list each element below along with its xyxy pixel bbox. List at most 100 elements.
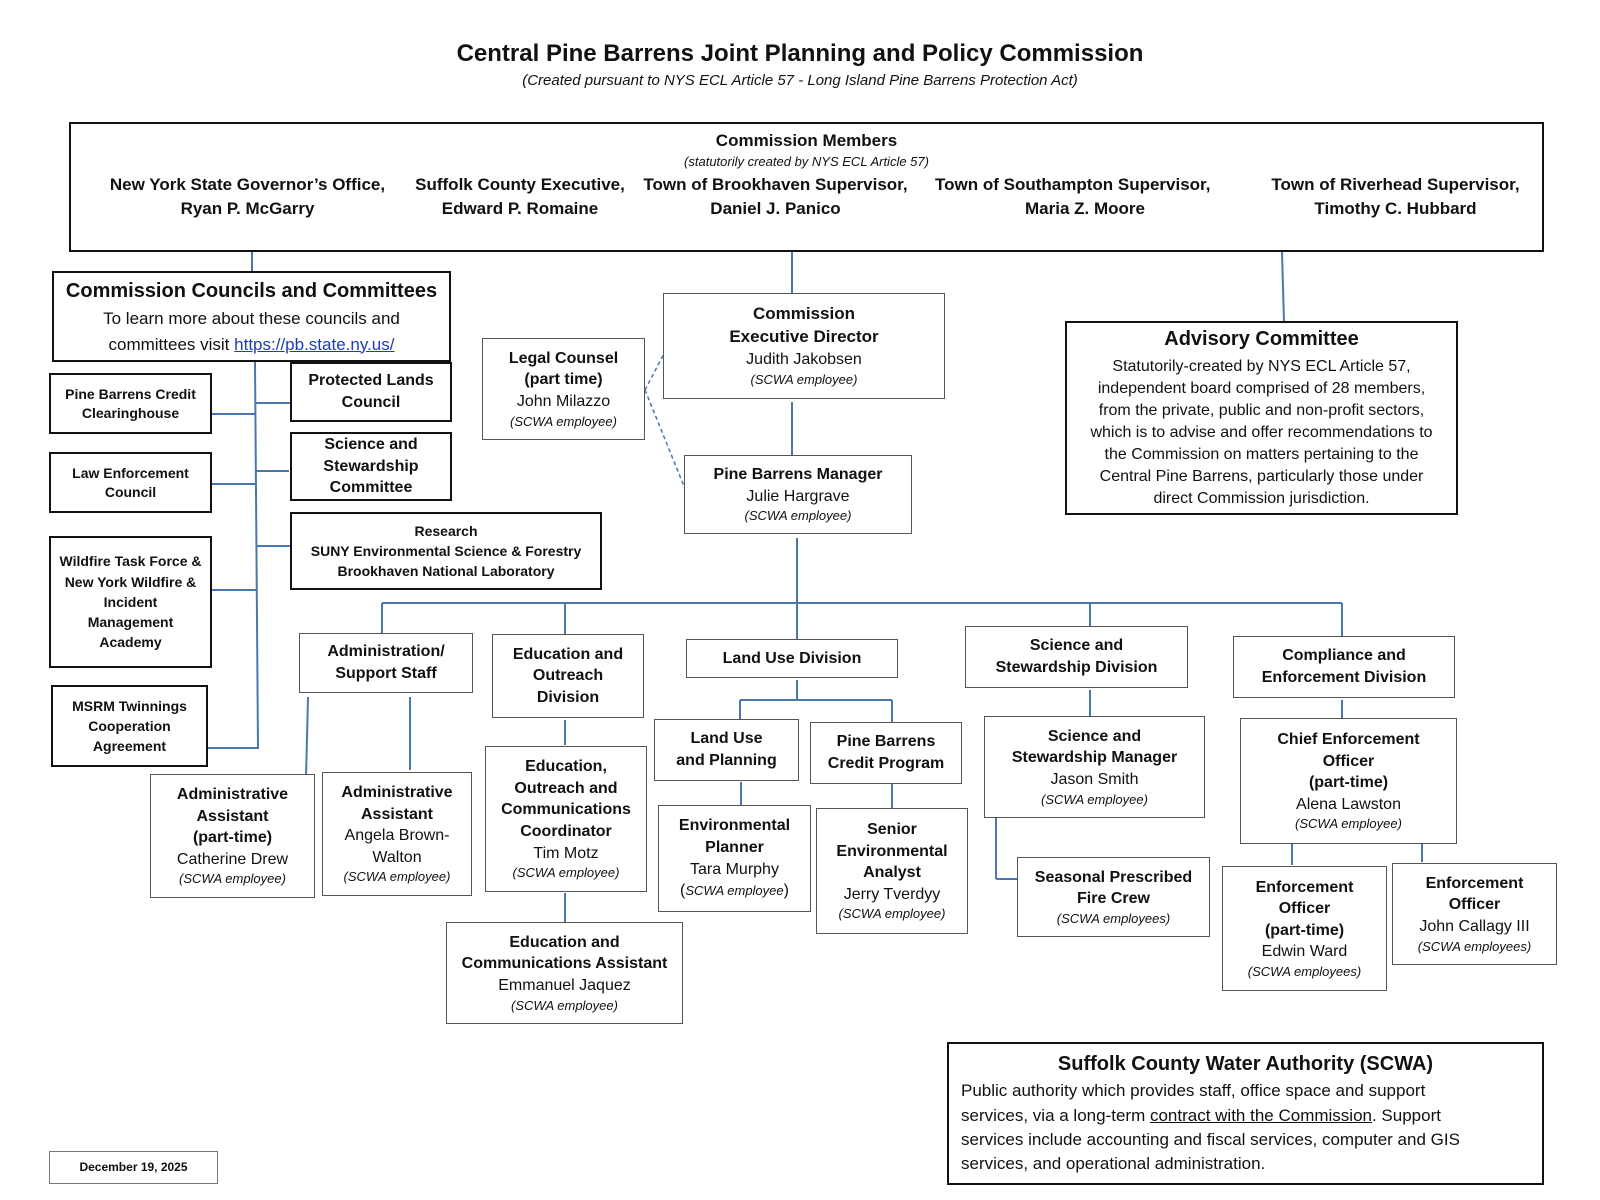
staff-title: Education, <box>525 758 607 776</box>
council-label: Science and Stewardship Committee <box>323 436 419 497</box>
staff-enforcement-officer-parttime: Enforcement Officer (part-time) Edwin Wa… <box>1222 866 1387 991</box>
staff-note: (SCWA employee) <box>511 997 618 1013</box>
member-name: Edward P. Romaine <box>441 198 599 218</box>
staff-name: Edwin Ward <box>1261 943 1348 961</box>
staff-title: Officer <box>1278 900 1331 918</box>
member-county-executive: Suffolk County Executive, Edward P. Roma… <box>405 173 635 221</box>
research-box: Research SUNY Environmental Science & Fo… <box>290 512 602 590</box>
member-role: Town of Riverhead Supervisor, <box>1271 175 1520 194</box>
staff-title: Chief Enforcement <box>1277 731 1420 749</box>
advisory-line: Central Pine Barrens, particularly those… <box>1099 467 1424 485</box>
staff-title: Administrative <box>341 784 453 802</box>
staff-title: Science and <box>1047 727 1142 745</box>
council-label: Wildfire Task Force & New York Wildfire … <box>59 553 202 651</box>
staff-title: Administrative <box>176 786 289 804</box>
division-title: Science and <box>1029 637 1124 655</box>
member-role: Town of Brookhaven Supervisor, <box>643 175 908 194</box>
staff-name: Jerry Tverdyy <box>843 885 941 903</box>
director-title-1: Commission <box>752 304 856 324</box>
staff-note: (SCWA employee) <box>1041 791 1148 807</box>
scwa-text: . Support <box>1371 1105 1441 1125</box>
staff-note: (SCWA employee) <box>512 865 620 881</box>
division-title: Division <box>536 688 600 706</box>
staff-admin-assistant: Administrative Assistant Angela Brown- W… <box>322 772 472 896</box>
member-name: Ryan P. McGarry <box>180 198 315 218</box>
member-governor: New York State Governor’s Office, Ryan P… <box>95 173 400 221</box>
staff-chief-enforcement-officer: Chief Enforcement Officer (part-time) Al… <box>1240 718 1457 844</box>
division-administration: Administration/ Support Staff <box>299 633 473 693</box>
member-name: Maria Z. Moore <box>1025 198 1145 218</box>
staff-title: Education and <box>509 933 620 951</box>
scwa-line: services, and operational administration… <box>961 1153 1266 1173</box>
director-note: (SCWA employee) <box>750 371 858 387</box>
staff-name: Catherine Drew <box>176 850 289 868</box>
staff-name: Tim Motz <box>533 844 599 862</box>
council-law-enforcement: Law Enforcement Council <box>49 452 212 513</box>
staff-title: (part-time) <box>192 829 273 847</box>
staff-title: Seasonal Prescribed <box>1034 868 1193 886</box>
director-title-2: Executive Director <box>729 327 879 347</box>
scwa-line-contract: services, via a long-term contract with … <box>961 1104 1530 1128</box>
executive-director-box: Commission Executive Director Judith Jak… <box>663 293 945 399</box>
page-subtitle: (Created pursuant to NYS ECL Article 57 … <box>522 72 1078 89</box>
date-stamp: December 19, 2025 <box>49 1151 218 1184</box>
division-land-use: Land Use Division <box>686 639 898 678</box>
staff-title: Communications <box>501 801 631 819</box>
staff-note: SCWA employee <box>685 883 784 899</box>
unit-title: and Planning <box>676 752 777 769</box>
manager-title: Pine Barrens Manager <box>713 466 883 484</box>
member-name: Timothy C. Hubbard <box>1314 198 1477 218</box>
staff-title: Stewardship Manager <box>1011 749 1178 767</box>
councils-heading: Commission Councils and Committees <box>65 280 438 302</box>
division-title: Outreach <box>532 667 604 685</box>
staff-title: (part-time) <box>1308 774 1389 792</box>
division-title: Stewardship Division <box>995 659 1158 676</box>
unit-title: Pine Barrens <box>836 733 936 751</box>
councils-website-link[interactable]: https://pb.state.ny.us/ <box>234 334 395 354</box>
staff-enforcement-officer: Enforcement Officer John Callagy III (SC… <box>1392 863 1557 965</box>
division-title: Education and <box>512 645 624 663</box>
division-education-outreach: Education and Outreach Division <box>492 634 644 718</box>
paren-open: ( <box>680 882 686 900</box>
councils-text: To learn more about these councils and <box>103 309 400 328</box>
division-science-stewardship: Science and Stewardship Division <box>965 626 1188 688</box>
staff-name: Walton <box>372 848 422 866</box>
division-compliance-enforcement: Compliance and Enforcement Division <box>1233 636 1455 698</box>
unit-land-use-planning: Land Use and Planning <box>654 719 799 781</box>
research-bnl: Brookhaven National Laboratory <box>337 563 555 580</box>
member-role: Suffolk County Executive, <box>415 175 625 194</box>
legal-title: Legal Counsel <box>508 349 619 367</box>
member-riverhead: Town of Riverhead Supervisor, Timothy C.… <box>1258 173 1533 221</box>
scwa-contract-link[interactable]: contract with the Commission <box>1149 1105 1372 1125</box>
staff-title: Officer <box>1448 896 1501 914</box>
council-credit-clearinghouse: Pine Barrens Credit Clearinghouse <box>49 373 212 434</box>
advisory-line: direct Commission jurisdiction. <box>1153 489 1370 507</box>
staff-title: (part-time) <box>1264 921 1345 939</box>
dotted-legal-director <box>644 345 669 391</box>
scwa-text: services, via a long-term <box>961 1105 1150 1125</box>
staff-title: Assistant <box>196 807 269 825</box>
staff-title: Fire Crew <box>1077 890 1150 908</box>
staff-education-assistant: Education and Communications Assistant E… <box>446 922 683 1024</box>
scwa-line: services include accounting and fiscal s… <box>961 1129 1460 1149</box>
staff-title: Assistant <box>360 805 434 823</box>
council-protected-lands: Protected Lands Council <box>290 362 452 422</box>
council-label: Pine Barrens Credit Clearinghouse <box>65 385 196 421</box>
scwa-box: Suffolk County Water Authority (SCWA) Pu… <box>947 1042 1544 1185</box>
member-role: Town of Southampton Supervisor, <box>935 175 1211 194</box>
manager-name: Julie Hargrave <box>746 487 850 505</box>
director-name: Judith Jakobsen <box>746 351 862 369</box>
staff-name: Jason Smith <box>1050 771 1139 789</box>
staff-note: (SCWA employee) <box>179 871 286 887</box>
page-title: Central Pine Barrens Joint Planning and … <box>456 40 1144 67</box>
staff-name: Emmanuel Jaquez <box>498 977 631 995</box>
research-title: Research <box>414 522 478 539</box>
legal-counsel-box: Legal Counsel (part time) John Milazzo (… <box>482 338 645 440</box>
staff-note: (SCWA employee) <box>1295 816 1402 832</box>
staff-note: (SCWA employees) <box>1247 963 1362 979</box>
committee-science-stewardship: Science and Stewardship Committee <box>290 432 452 501</box>
legal-name: John Milazzo <box>516 393 611 411</box>
staff-title: Analyst <box>863 864 921 882</box>
staff-note: (SCWA employees) <box>1417 938 1532 954</box>
councils-text-prefix: committees visit <box>108 334 235 354</box>
